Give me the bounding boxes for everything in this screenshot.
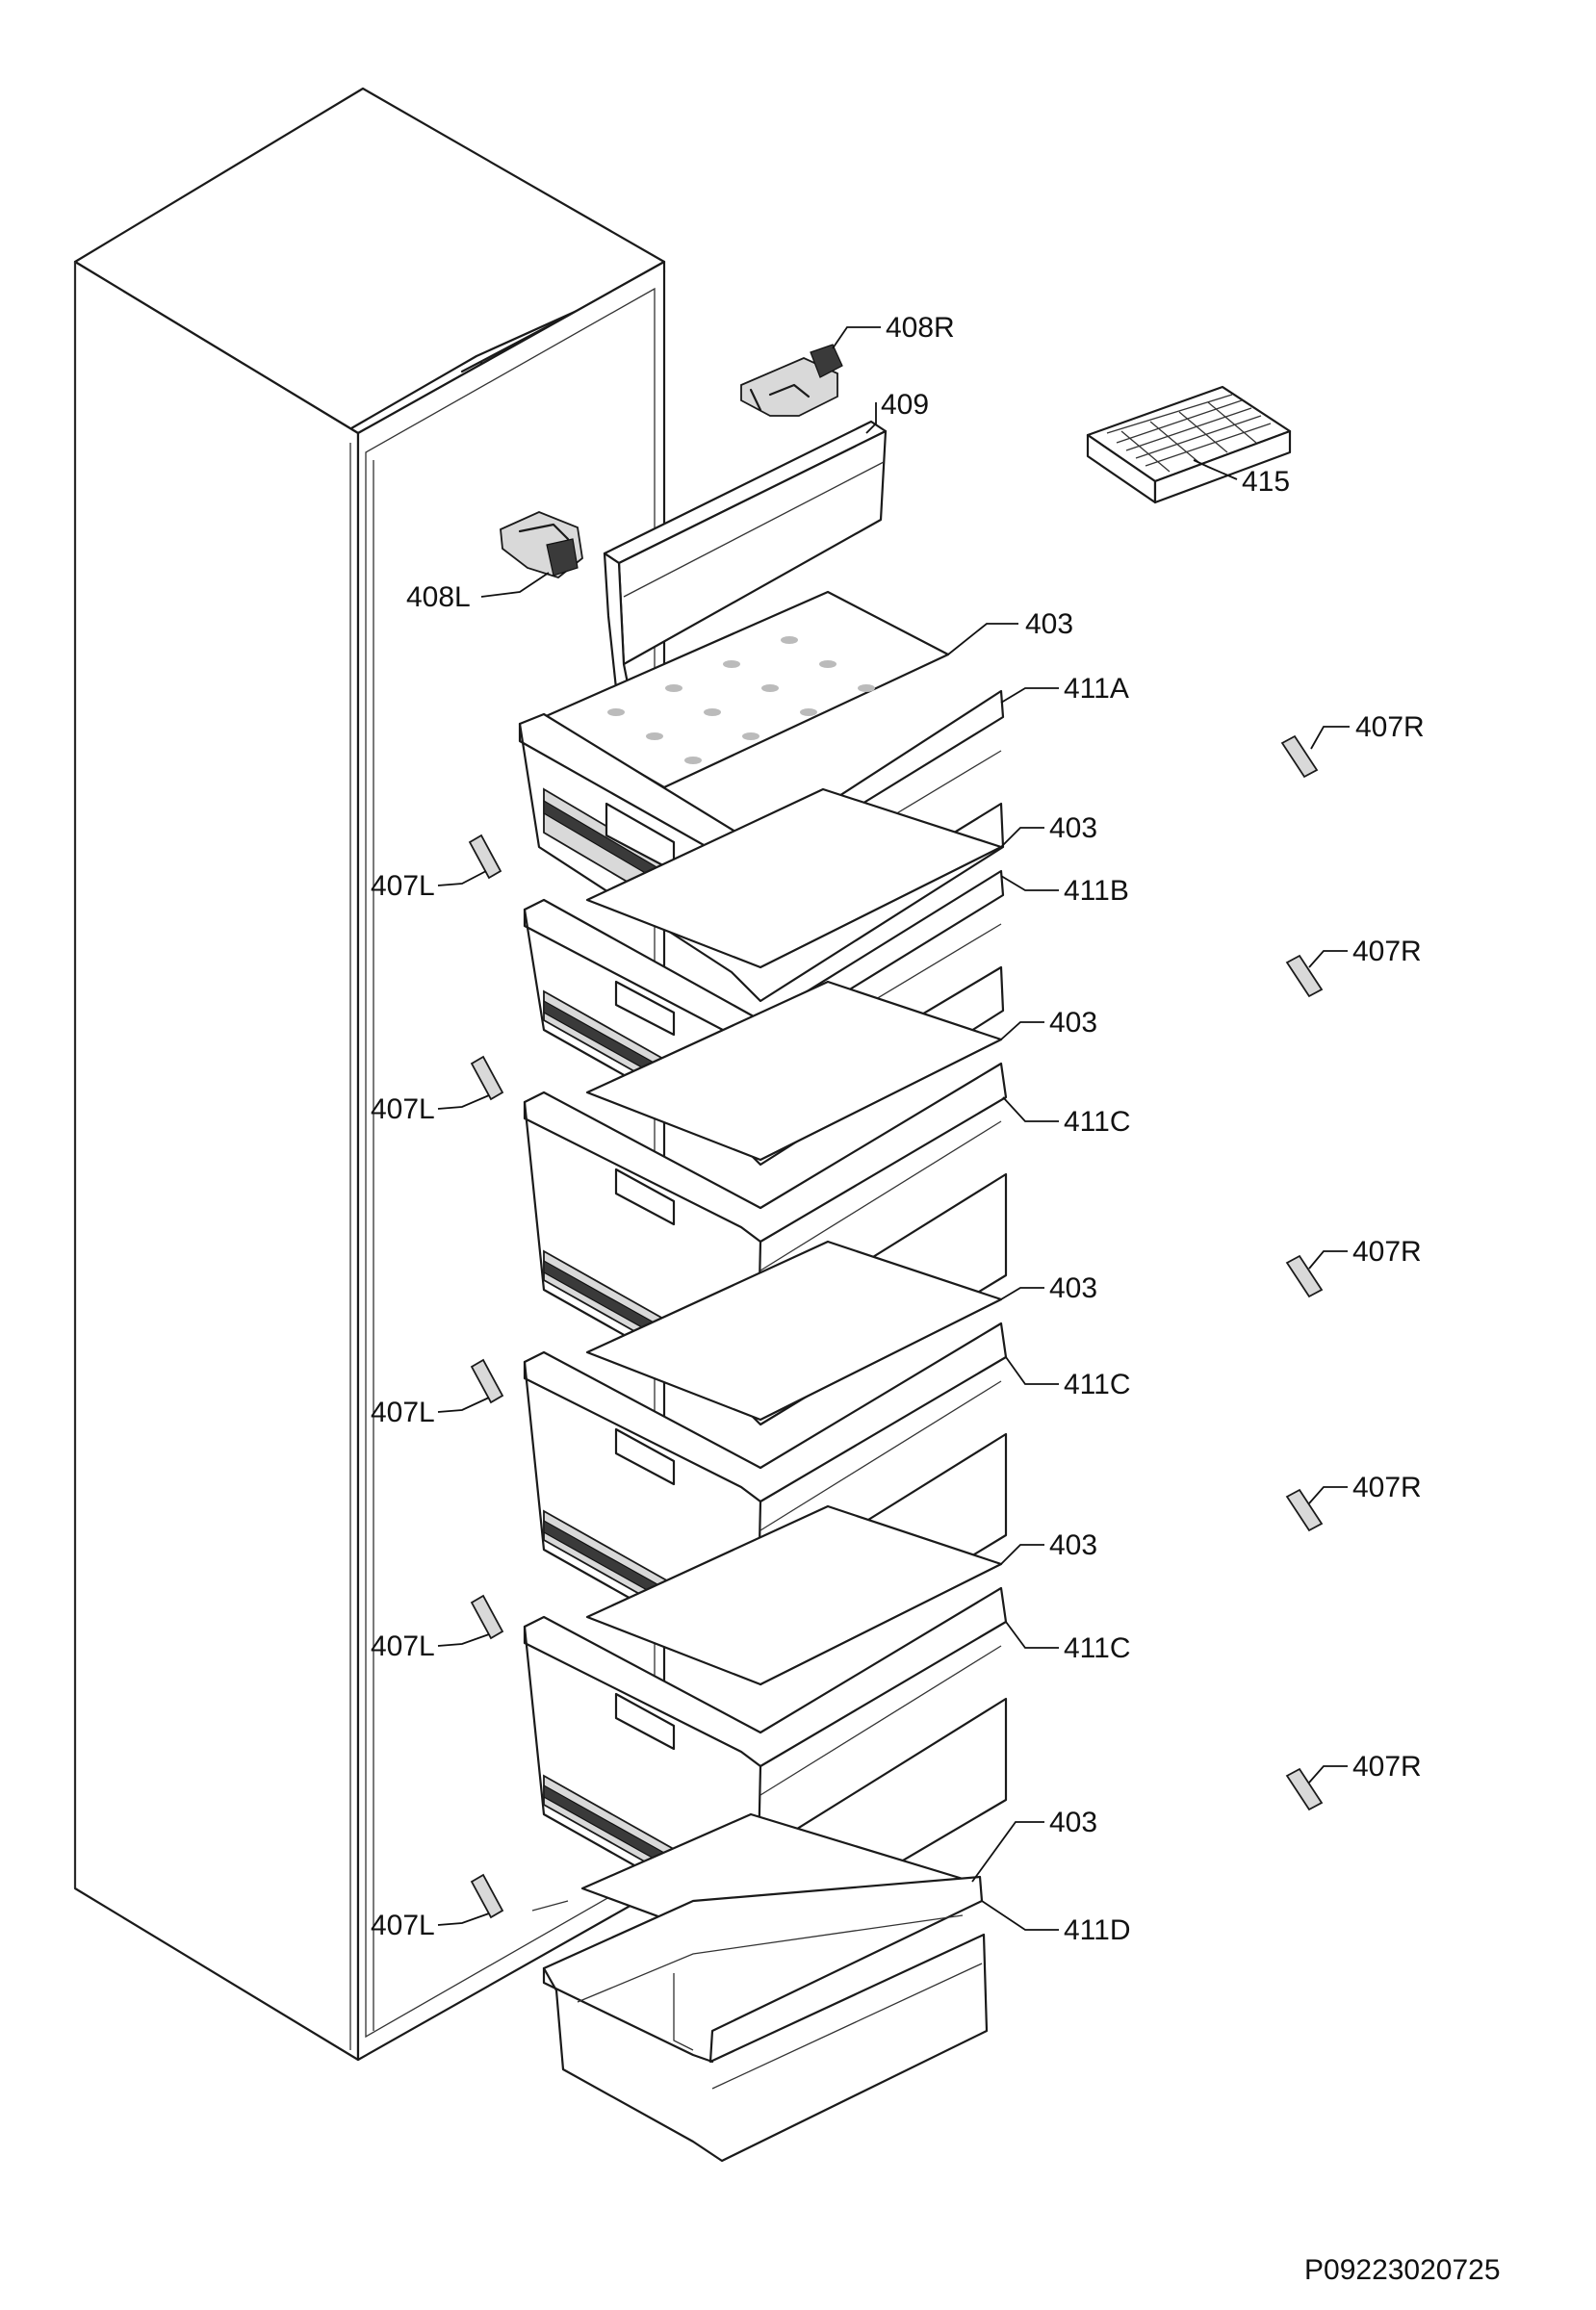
hanger-407l-group [468, 834, 504, 1919]
flap-409-part [603, 420, 888, 690]
callout-407l-4: 407L [371, 1630, 435, 1662]
callout-407r-3: 407R [1352, 1236, 1422, 1268]
callout-407r-1: 407R [1355, 711, 1425, 743]
leader-lines [437, 326, 1350, 1931]
tray-415-part [1086, 385, 1292, 504]
callout-403-d: 403 [1049, 1272, 1097, 1304]
drawer-411d [542, 1875, 989, 2163]
callout-411c-1: 411C [1064, 1106, 1131, 1138]
hanger-407r-group [1280, 734, 1324, 1811]
freezer-cabinet [73, 87, 666, 2062]
callout-labels: 408R 409 415 408L 403 411A 407R 407L 403… [371, 312, 1425, 1946]
callout-407l-5: 407L [371, 1910, 435, 1941]
drawing-code: P09223020725 [1304, 2254, 1501, 2286]
callout-411d: 411D [1064, 1914, 1131, 1946]
callout-415: 415 [1242, 466, 1290, 498]
callout-408l: 408L [406, 581, 471, 613]
callout-407r-4: 407R [1352, 1472, 1422, 1503]
callout-403-e: 403 [1049, 1529, 1097, 1561]
callout-407l-2: 407L [371, 1093, 435, 1125]
callout-407l-1: 407L [371, 870, 435, 902]
clip-408l-part [500, 511, 583, 579]
callout-403-top: 403 [1025, 608, 1073, 640]
callout-407l-3: 407L [371, 1397, 435, 1428]
callout-407r-2: 407R [1352, 936, 1422, 967]
callout-403-f: 403 [1049, 1807, 1097, 1838]
callout-408r: 408R [886, 312, 955, 344]
callout-403-c: 403 [1049, 1007, 1097, 1039]
callout-403-b: 403 [1049, 812, 1097, 844]
clip-408r-part [740, 344, 843, 417]
callout-411a: 411A [1064, 673, 1129, 705]
callout-411b: 411B [1064, 875, 1129, 907]
callout-409: 409 [881, 389, 929, 421]
callout-407r-5: 407R [1352, 1751, 1422, 1783]
callout-411c-2: 411C [1064, 1369, 1131, 1400]
callout-411c-3: 411C [1064, 1632, 1131, 1664]
